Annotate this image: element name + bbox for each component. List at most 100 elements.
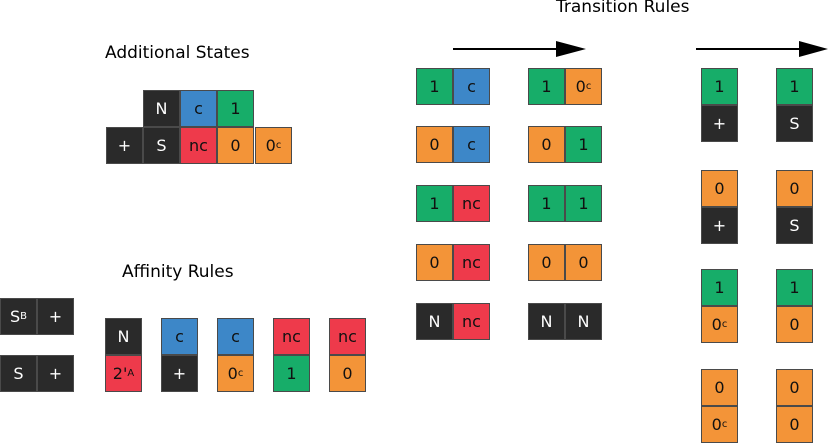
tile-label: 1 <box>789 277 800 297</box>
tile-label: 1 <box>714 277 725 297</box>
affinity-rules-heading: Affinity Rules <box>122 262 234 282</box>
tile-label: + <box>117 135 132 155</box>
tile-label: 1 <box>714 76 725 96</box>
tile-label: 1 <box>429 193 440 213</box>
tile-label: 0 <box>711 414 722 434</box>
tile-subscript: c <box>275 139 282 151</box>
state-tile: nc <box>180 127 217 164</box>
state-tile: + <box>106 127 143 164</box>
transition-tile: 1 <box>528 68 565 105</box>
tile-subscript: c <box>585 80 592 92</box>
affinity-tile: 1 <box>273 355 310 392</box>
tile-label: 0 <box>789 314 800 334</box>
transition-tile: N <box>565 303 602 340</box>
tile-label: 0 <box>575 76 586 96</box>
tile-label: 0 <box>714 178 725 198</box>
transition-tile: 0 <box>701 170 738 207</box>
affinity-tile: nc <box>273 318 310 355</box>
seed-tile: + <box>37 298 74 335</box>
tile-label: 1 <box>578 134 589 154</box>
transition-tile: nc <box>453 244 490 281</box>
tile-label: c <box>467 134 476 154</box>
tile-label: 1 <box>541 76 552 96</box>
tile-label: 0 <box>714 377 725 397</box>
transition-tile: 1 <box>565 126 602 163</box>
tile-label: 0 <box>789 377 800 397</box>
tile-label: S <box>9 306 21 326</box>
transition-tile: nc <box>453 185 490 222</box>
tile-label: + <box>172 363 187 383</box>
tile-label: 1 <box>578 193 589 213</box>
transition-tile: 0 <box>701 369 738 406</box>
tile-label: S <box>789 215 800 235</box>
tile-label: nc <box>462 193 481 213</box>
tile-label: 1 <box>541 193 552 213</box>
transition-tile: nc <box>453 303 490 340</box>
tile-label: 0 <box>578 252 589 272</box>
transition-tile: 1 <box>701 68 738 105</box>
state-tile: 0 <box>217 127 254 164</box>
tile-label: 0 <box>265 135 276 155</box>
transition-tile: + <box>701 105 738 142</box>
affinity-tile: 0 <box>329 355 366 392</box>
tile-subscript: c <box>237 367 244 379</box>
transition-rules-heading: Transition Rules <box>556 0 690 17</box>
transition-tile: S <box>776 105 813 142</box>
tile-label: 0 <box>429 134 440 154</box>
affinity-tile: N <box>105 318 142 355</box>
tile-label: 0 <box>227 363 238 383</box>
state-tile: S <box>143 127 180 164</box>
tile-subscript: c <box>721 418 728 430</box>
tile-label: nc <box>189 135 208 155</box>
tile-label: 1 <box>429 76 440 96</box>
transition-tile: N <box>416 303 453 340</box>
transition-arrow-vertical-icon <box>696 41 828 57</box>
additional-states-heading: Additional States <box>105 43 250 63</box>
transition-tile: 0 <box>416 126 453 163</box>
affinity-tile: c <box>161 318 198 355</box>
transition-tile: S <box>776 207 813 244</box>
tile-label: 1 <box>789 76 800 96</box>
affinity-tile: c <box>217 318 254 355</box>
transition-tile: 1 <box>776 68 813 105</box>
tile-label: c <box>175 326 184 346</box>
transition-tile: 1 <box>416 185 453 222</box>
tile-label: N <box>117 326 130 346</box>
tile-label: 0 <box>541 252 552 272</box>
transition-tile: 0 <box>776 406 813 443</box>
tile-label: + <box>712 113 727 133</box>
tile-label: 0 <box>429 252 440 272</box>
seed-tile: + <box>37 355 74 392</box>
tile-label: 1 <box>230 98 241 118</box>
transition-tile: N <box>528 303 565 340</box>
state-tile: c <box>180 90 217 127</box>
tile-label: nc <box>338 326 357 346</box>
transition-tile: 1 <box>565 185 602 222</box>
transition-tile: 1 <box>701 269 738 306</box>
tile-label: 0 <box>230 135 241 155</box>
transition-arrow-horizontal-icon <box>453 41 586 57</box>
transition-tile: 0 <box>565 244 602 281</box>
transition-tile: c <box>453 126 490 163</box>
tile-label: N <box>155 98 168 118</box>
seed-tile: S <box>0 355 37 392</box>
tile-label: 0 <box>711 314 722 334</box>
transition-tile: 1 <box>416 68 453 105</box>
transition-tile: 0 <box>776 369 813 406</box>
tile-label: N <box>428 311 441 331</box>
tile-label: 2' <box>112 363 128 383</box>
tile-label: 0 <box>342 363 353 383</box>
tile-label: c <box>467 76 476 96</box>
transition-tile: + <box>701 207 738 244</box>
tile-label: 1 <box>286 363 297 383</box>
transition-tile: c <box>453 68 490 105</box>
tile-label: nc <box>462 311 481 331</box>
tile-label: N <box>577 311 590 331</box>
tile-label: S <box>13 363 24 383</box>
transition-tile: 0 <box>776 306 813 343</box>
affinity-tile: + <box>161 355 198 392</box>
